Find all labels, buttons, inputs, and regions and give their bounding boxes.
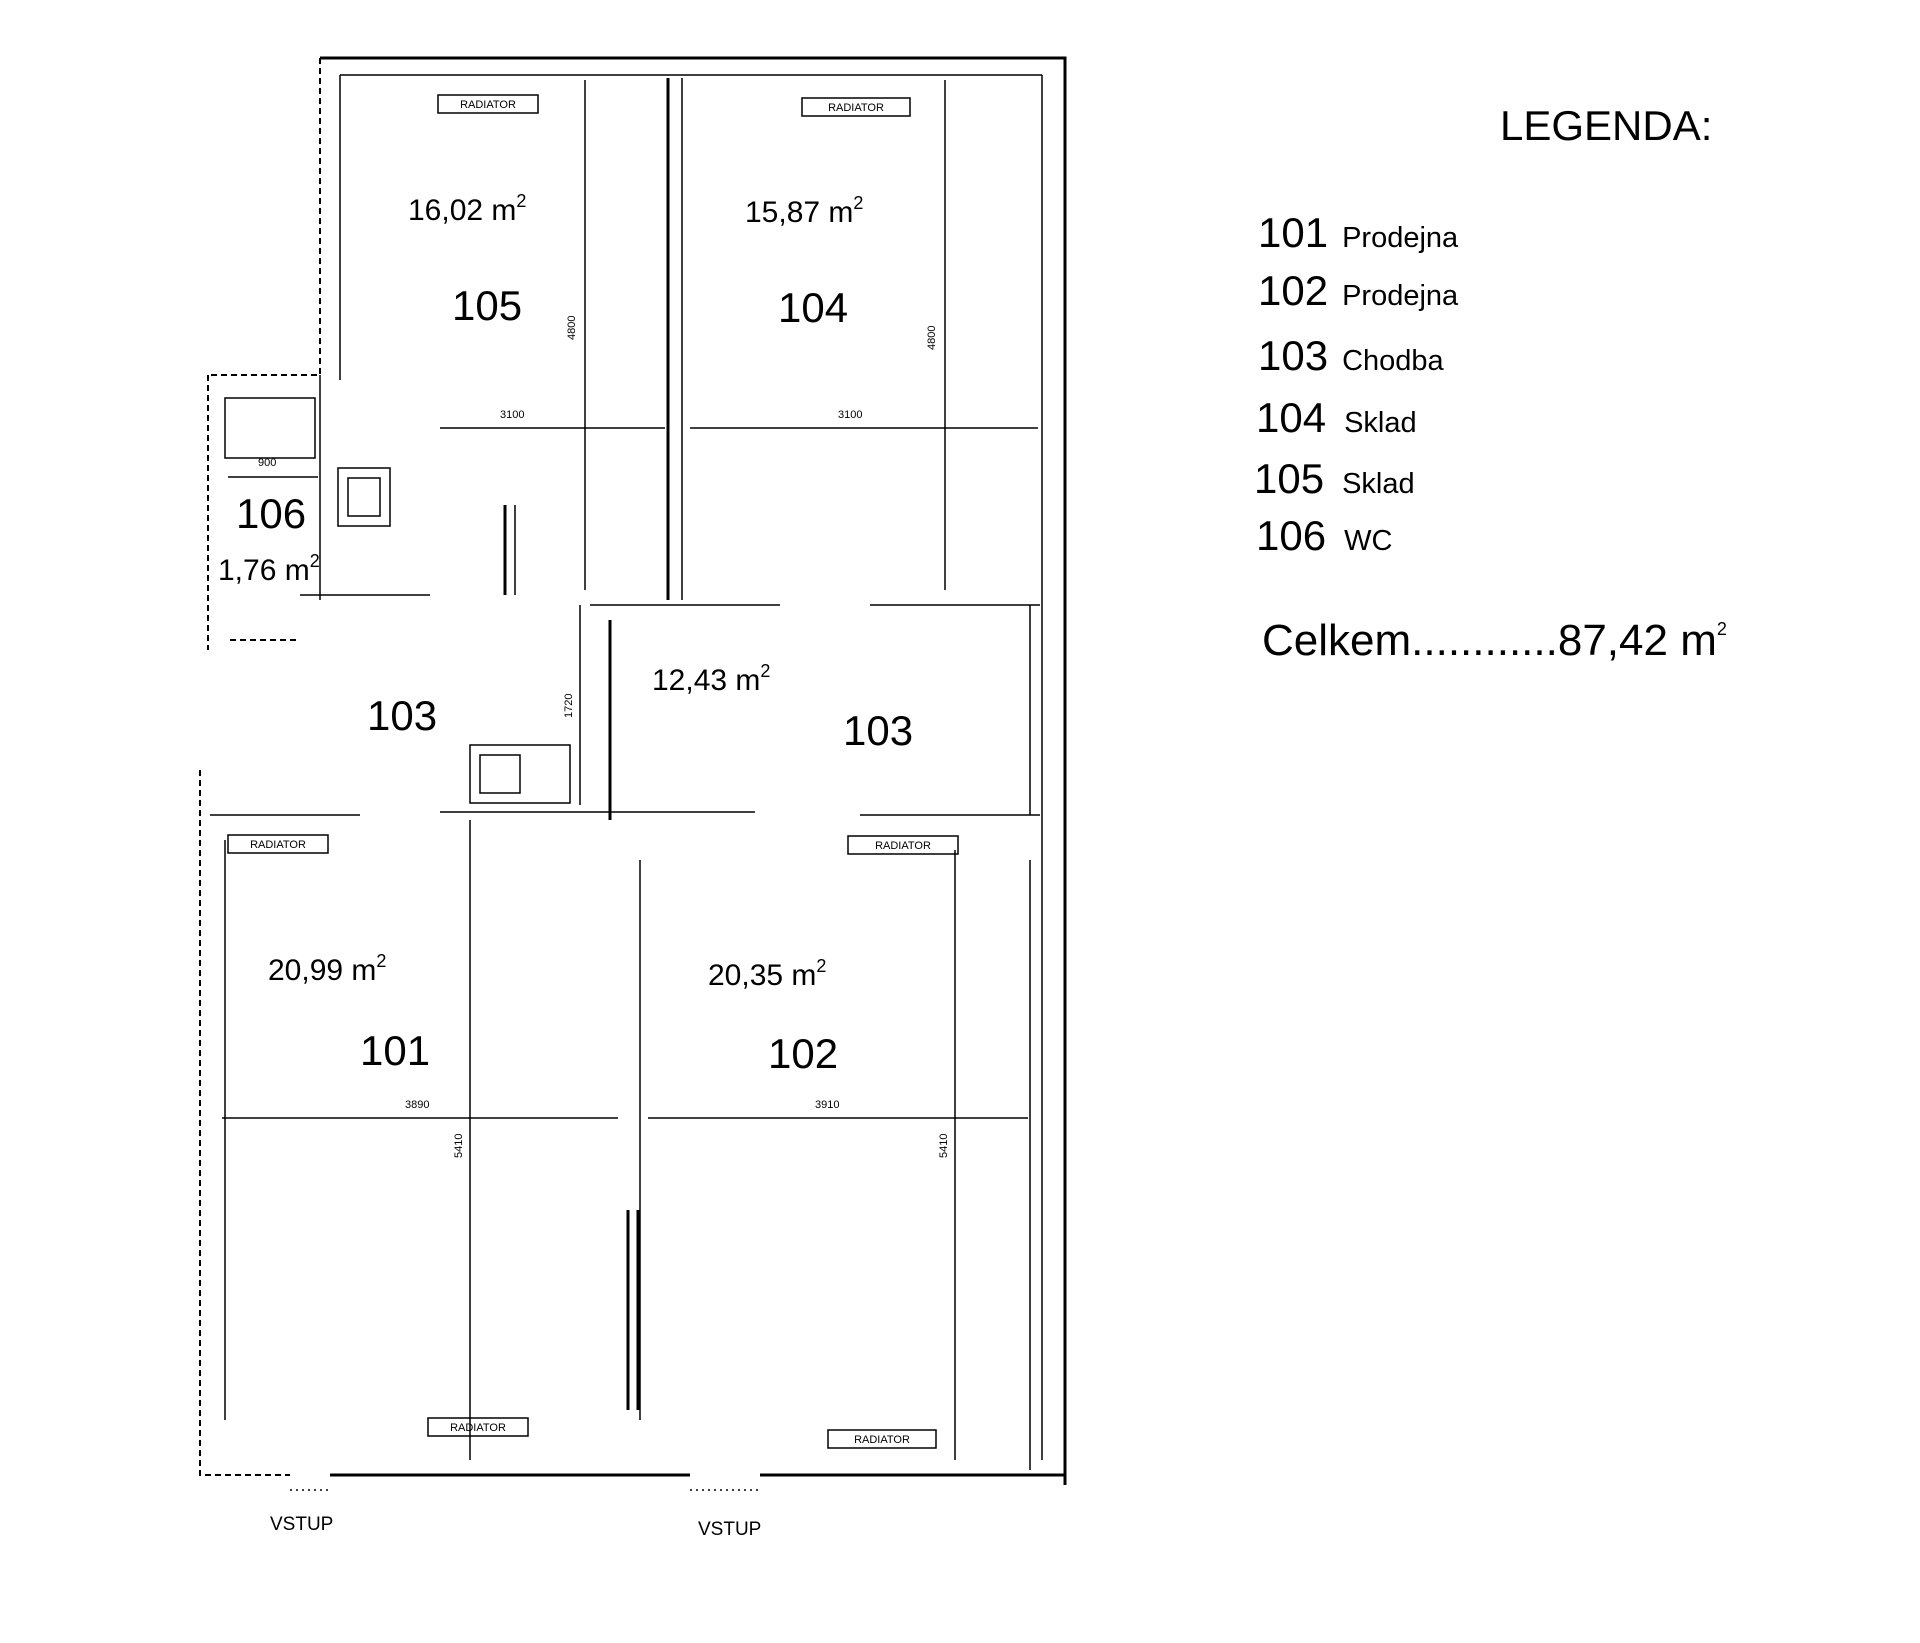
room-101-area: 20,99 m2 [268,951,386,987]
legend-title: LEGENDA: [1500,102,1712,149]
room-104-number: 104 [778,284,848,331]
dim-104-width: 3100 [838,409,862,421]
entries: VSTUP VSTUP [270,1489,761,1540]
dim-105-height: 4800 [566,316,578,340]
room-102-number: 102 [768,1030,838,1077]
dim-104-height: 4800 [926,326,938,350]
room-103-number-right: 103 [843,707,913,754]
dimension-lines: 3100 4800 3100 4800 900 1720 3890 5410 3… [222,80,1038,1460]
radiator-102-bottom-label: RADIATOR [854,1434,910,1446]
sink-icon [469,744,571,804]
room-105-area: 16,02 m2 [408,191,526,227]
wash-basin-inner-icon [347,477,381,517]
toilet-icon [224,397,316,459]
radiator-102 [847,835,959,855]
wash-basin-icon [337,467,391,527]
room-103-number-left: 103 [367,692,437,739]
radiator-105-label: RADIATOR [460,99,516,111]
dim-101-height: 5410 [453,1134,465,1158]
radiator-102-bottom [827,1429,937,1449]
radiator-101 [227,834,329,854]
fixtures [224,397,571,804]
sink-inner-icon [479,754,521,794]
room-101-number: 101 [360,1027,430,1074]
room-102-area: 20,35 m2 [708,956,826,992]
room-103-area: 12,43 m2 [652,661,770,697]
dim-102-width: 3910 [815,1099,839,1111]
dim-106-width: 900 [258,457,276,469]
dim-103-height: 1720 [563,694,575,718]
wall-top-right [320,56,1067,1485]
entry-left-label: VSTUP [270,1514,333,1535]
radiator-105 [437,94,539,114]
wall-lower-left [199,770,290,1476]
legend-total: Celkem............87,42 m2 [1262,616,1727,665]
interior-walls [210,78,1040,1470]
radiators: RADIATOR RADIATOR RADIATOR RADIATOR RADI… [227,94,959,1449]
radiator-101-bottom [427,1417,529,1437]
radiator-101-bottom-label: RADIATOR [450,1422,506,1434]
room-106-area: 1,76 m2 [218,551,320,587]
wall-upper-left [208,58,321,376]
dim-105-width: 3100 [500,409,524,421]
dim-102-height: 5410 [938,1134,950,1158]
radiator-104 [801,97,911,117]
room-labels: 16,02 m2 105 15,87 m2 104 106 1,76 m2 10… [218,191,913,1077]
room-104-area: 15,87 m2 [745,193,863,229]
dim-101-width: 3890 [405,1099,429,1111]
radiator-102-label: RADIATOR [875,840,931,852]
outer-walls [199,56,1067,1485]
radiator-101-label: RADIATOR [250,839,306,851]
room-105-number: 105 [452,282,522,329]
room-106-number: 106 [236,490,306,537]
radiator-104-label: RADIATOR [828,102,884,114]
entry-right-label: VSTUP [698,1519,761,1540]
